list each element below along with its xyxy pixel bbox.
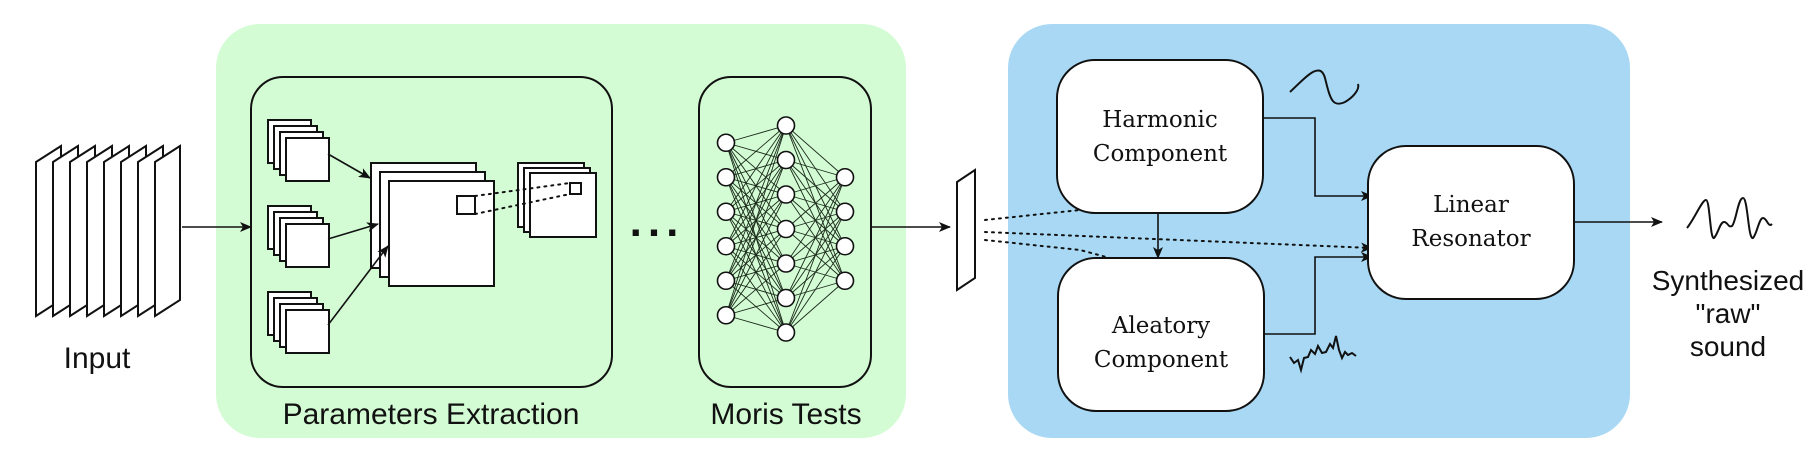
output-label-line2: "raw" xyxy=(1696,298,1761,329)
input-label: Input xyxy=(64,342,131,375)
network-edge xyxy=(785,211,846,333)
network-neuron xyxy=(776,219,796,239)
harmonic-to-resonator-arrow xyxy=(1263,117,1373,201)
harmonic-component-box xyxy=(1056,59,1264,214)
output-label-line3: sound xyxy=(1690,331,1766,362)
network-edge xyxy=(785,176,846,230)
linear-resonator-box xyxy=(1367,145,1575,300)
output-waveform-icon xyxy=(1686,196,1773,240)
harmonic-component-line1: Harmonic xyxy=(1102,107,1217,133)
network-edge xyxy=(725,159,787,316)
small-feature-stack-3 xyxy=(267,291,330,354)
network-layer-3 xyxy=(835,167,855,291)
conv-arrow xyxy=(327,245,389,326)
aleatory-component-line2: Component xyxy=(1094,347,1229,373)
network-neuron xyxy=(835,202,855,222)
network-layer-1 xyxy=(716,133,736,325)
small-feature-stack-2 xyxy=(267,205,330,268)
network-neuron xyxy=(716,236,736,256)
network-neuron xyxy=(835,271,855,291)
aleatory-to-resonator-arrow xyxy=(1264,252,1373,335)
network-edge xyxy=(785,159,846,178)
kernel-projection-line xyxy=(474,182,571,197)
network-neuron xyxy=(835,167,855,187)
linear-resonator-line1: Linear xyxy=(1433,192,1509,218)
neural-network xyxy=(716,116,855,342)
pooled-unit xyxy=(569,182,582,195)
feature-map xyxy=(388,180,495,287)
network-layer-2 xyxy=(776,116,796,342)
network-edge xyxy=(725,263,787,316)
network-connections xyxy=(725,125,846,333)
network-edge xyxy=(785,177,846,299)
feature-map xyxy=(285,223,330,268)
network-neuron xyxy=(716,305,736,325)
network-edge xyxy=(785,125,846,178)
network-edge xyxy=(725,314,787,333)
input-frames xyxy=(35,144,181,318)
kernel-projection-line xyxy=(474,193,571,215)
network-neuron xyxy=(716,167,736,187)
sine-wave-icon xyxy=(1289,69,1360,105)
parameters-extraction-box xyxy=(250,76,613,388)
input-frame xyxy=(154,144,181,318)
linear-resonator-line2: Resonator xyxy=(1411,226,1530,252)
network-edge xyxy=(725,125,787,316)
feature-map xyxy=(529,172,597,238)
harmonic-component-line2: Component xyxy=(1093,141,1228,167)
output-label-line1: Synthesized xyxy=(1652,265,1805,296)
conv-arrow xyxy=(327,222,379,240)
feature-map xyxy=(285,137,330,182)
large-feature-stack xyxy=(370,162,495,287)
network-edge xyxy=(725,125,787,281)
parameters-extraction-label: Parameters Extraction xyxy=(283,398,580,431)
ellipsis: ... xyxy=(630,197,685,246)
network-edge xyxy=(785,177,846,333)
network-neuron xyxy=(716,133,736,153)
network-edge xyxy=(725,194,787,316)
network-neuron xyxy=(716,202,736,222)
network-edge xyxy=(785,176,846,195)
small-feature-stack-1 xyxy=(267,119,330,182)
network-edge xyxy=(725,125,787,213)
network-edge xyxy=(725,297,787,316)
aleatory-component-line1: Aleatory xyxy=(1111,313,1210,339)
network-edge xyxy=(725,125,787,178)
conv-arrow xyxy=(327,153,371,179)
network-edge xyxy=(725,125,787,144)
convolution-layers xyxy=(267,119,597,354)
pooled-feature-stack xyxy=(517,162,597,238)
network-edge xyxy=(785,176,846,264)
network-neuron xyxy=(776,323,796,342)
parameter-vector xyxy=(956,168,976,292)
network-neuron xyxy=(776,254,796,273)
network-edge xyxy=(725,228,787,316)
network-neuron xyxy=(776,116,796,135)
network-neuron xyxy=(776,150,796,170)
network-edge xyxy=(785,280,846,333)
network-neuron xyxy=(835,236,855,256)
kernel-window xyxy=(456,195,476,215)
params-to-resonator-dotted-arrow xyxy=(984,231,1373,253)
noise-wave-icon xyxy=(1289,335,1357,374)
network-edge xyxy=(725,125,787,247)
moris-tests-box xyxy=(698,76,872,388)
network-edge xyxy=(785,245,846,333)
moris-tests-label: Moris Tests xyxy=(710,398,861,431)
network-neuron xyxy=(776,288,796,308)
feature-map xyxy=(285,309,330,354)
network-neuron xyxy=(716,271,736,291)
network-neuron xyxy=(776,185,796,204)
